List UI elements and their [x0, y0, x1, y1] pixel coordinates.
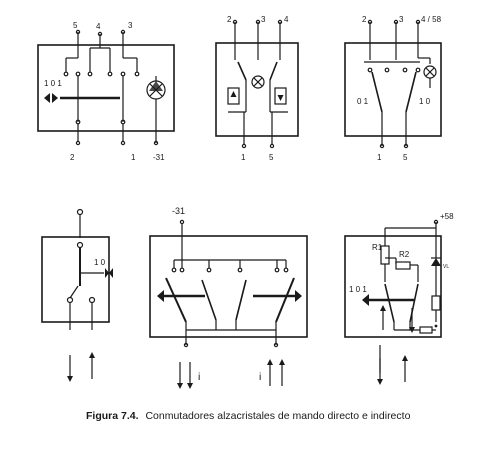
label-terminal-minus-31: -31 — [153, 153, 165, 162]
label-terminal-1: 1 — [241, 153, 246, 162]
label-current-i: i — [198, 371, 200, 383]
switch-housing — [344, 235, 442, 338]
arrow-right-icon — [52, 93, 58, 103]
diagram-indirect-switch-1: 1 0 — [41, 208, 113, 382]
diagram-direct-switch-2: 2 3 4 1 5 — [215, 15, 299, 162]
label-current-i: i — [259, 371, 261, 383]
resistor-icon — [431, 295, 441, 311]
label-terminal-2: 2 — [362, 15, 367, 24]
lamp-icon — [251, 75, 265, 89]
label-terminal-2: 2 — [227, 15, 232, 24]
label-terminal-4: 4 — [96, 22, 101, 31]
label-terminal-plus-58: +58 — [440, 212, 454, 221]
arrow-right-icon — [295, 290, 302, 302]
caption-label: Figura 7.4. — [86, 410, 139, 422]
label-terminal-3: 3 — [128, 21, 133, 30]
caption-text: Conmutadores alzacristales de mando dire… — [145, 410, 410, 422]
arrow-icon — [105, 268, 109, 278]
label-terminal-5: 5 — [403, 153, 408, 162]
arrow-left-icon — [362, 294, 369, 306]
arrow-left-icon — [157, 290, 164, 302]
label-terminal-3: 3 — [261, 15, 266, 24]
label-position-01: 0 1 — [357, 97, 369, 106]
label-positions: 1 0 — [94, 258, 106, 267]
label-positions: 1 0 1 — [349, 285, 367, 294]
label-r2: R2 — [399, 250, 410, 259]
label-terminal-4: 4 — [284, 15, 289, 24]
label-terminal-1: 1 — [131, 153, 136, 162]
label-vl: VL — [443, 264, 449, 270]
diagram-direct-switch-1: 5 4 3 1 0 1 2 1 -31 — [37, 21, 175, 162]
switch-housing — [344, 42, 442, 137]
push-button-icon — [227, 87, 240, 105]
label-terminal-3: 3 — [399, 15, 404, 24]
switch-housing — [41, 236, 110, 323]
push-button-icon — [274, 87, 287, 105]
switch-housing — [215, 42, 299, 137]
label-terminal-2: 2 — [70, 153, 75, 162]
label-terminal-5: 5 — [73, 21, 78, 30]
label-position-10: 1 0 — [419, 97, 431, 106]
label-terminal-minus-31: -31 — [172, 206, 185, 216]
label-positions: 1 0 1 — [44, 79, 62, 88]
arrow-left-icon — [44, 93, 50, 103]
switch-housing — [37, 44, 175, 132]
label-terminal-1: 1 — [377, 153, 382, 162]
indicator-diode-icon — [431, 258, 441, 266]
switch-housing — [149, 235, 308, 338]
resistor-r2-icon — [395, 261, 411, 270]
label-r1: R1 — [372, 243, 383, 252]
diagram-direct-switch-3: 2 3 4 / 58 0 1 1 0 1 5 — [344, 15, 442, 162]
label-terminal-4-58: 4 / 58 — [421, 15, 442, 24]
diagram-indirect-switch-2: -31 i i — [149, 206, 308, 389]
label-terminal-5: 5 — [269, 153, 274, 162]
diagram-indirect-switch-3: +58 R1 R2 VL 1 0 1 — [344, 212, 454, 385]
figure-caption: Figura 7.4. Conmutadores alzacristales d… — [86, 410, 411, 422]
